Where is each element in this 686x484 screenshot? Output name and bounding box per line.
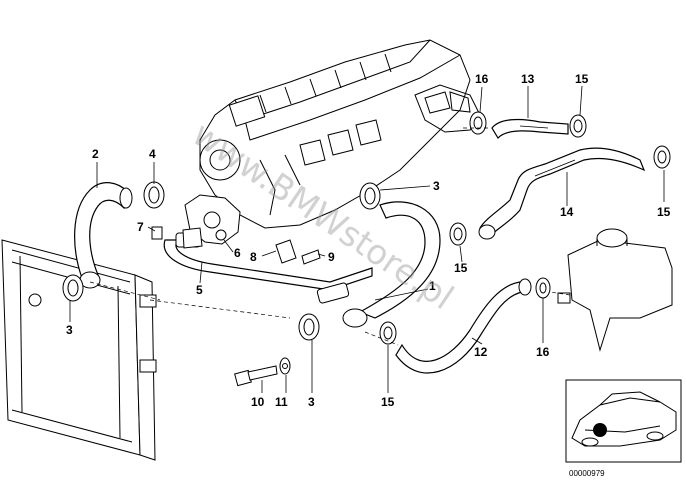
vehicle-inset: 00000979	[565, 379, 682, 478]
callout-15-right: 15	[657, 205, 671, 219]
callout-16-bottom: 16	[536, 345, 550, 359]
callout-14: 14	[560, 205, 574, 219]
reference-number: 00000979	[569, 469, 605, 478]
callout-16-top: 16	[475, 72, 489, 86]
callout-15-top: 15	[575, 72, 589, 86]
callout-2: 2	[92, 147, 99, 161]
callout-5: 5	[196, 283, 203, 297]
callout-6: 6	[234, 246, 241, 260]
callout-13: 13	[521, 72, 535, 86]
callout-3-bottom: 3	[308, 395, 315, 409]
hose-clamps	[62, 111, 671, 345]
callout-15-middle: 15	[454, 261, 468, 275]
callout-3-left: 3	[66, 323, 73, 337]
hose-2	[74, 182, 133, 289]
callout-4: 4	[149, 147, 156, 161]
callout-12: 12	[474, 345, 488, 359]
hose-12	[395, 278, 532, 374]
alignment-lines	[89, 127, 571, 346]
engine-block	[184, 39, 481, 245]
hose-13	[491, 118, 569, 140]
callout-7: 7	[137, 220, 144, 234]
radiator	[1, 239, 157, 461]
callout-10: 10	[251, 395, 265, 409]
callout-15-bottom: 15	[381, 395, 395, 409]
callout-9: 9	[328, 250, 335, 264]
callout-3-top: 3	[433, 179, 440, 193]
location-marker	[593, 423, 607, 437]
hose-14	[478, 147, 646, 240]
callout-8: 8	[250, 250, 257, 264]
callout-1: 1	[429, 279, 436, 293]
leader-lines	[69, 85, 665, 393]
small-parts	[151, 226, 321, 387]
expansion-tank	[557, 228, 673, 352]
callout-11: 11	[275, 395, 288, 409]
callout-labels: 1 2 3 3 3 4 5 6 7 8 9 10 11 12 13 14 15 …	[66, 72, 671, 409]
